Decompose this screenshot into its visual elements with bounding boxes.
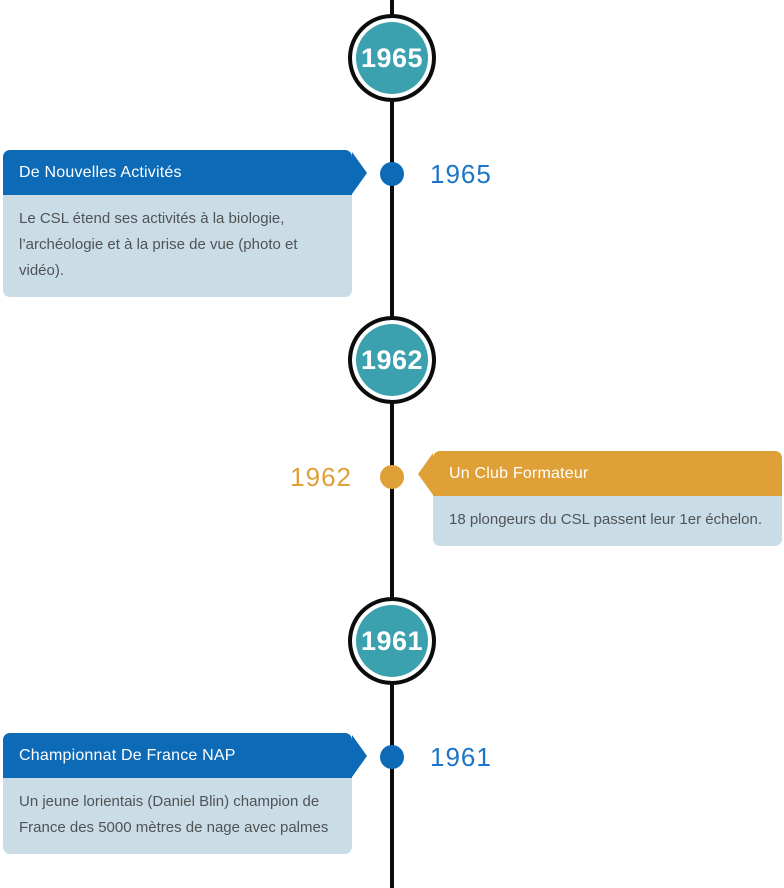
timeline-dot bbox=[380, 162, 404, 186]
event-card-header: De Nouvelles Activités bbox=[3, 150, 352, 195]
event-title-link[interactable]: Un Club Formateur bbox=[449, 464, 589, 482]
event-description: Le CSL étend ses activités à la biologie… bbox=[3, 195, 352, 297]
event-card: Un Club Formateur 18 plongeurs du CSL pa… bbox=[433, 451, 782, 546]
event-description: Un jeune lorientais (Daniel Blin) champi… bbox=[3, 778, 352, 854]
event-card-header: Championnat De France NAP bbox=[3, 733, 352, 778]
event-card: De Nouvelles Activités Le CSL étend ses … bbox=[3, 150, 352, 297]
year-circle-1962: 1962 bbox=[348, 316, 436, 404]
timeline-line bbox=[390, 0, 394, 888]
event-title-link[interactable]: De Nouvelles Activités bbox=[19, 163, 182, 181]
year-circle-label: 1961 bbox=[360, 625, 424, 656]
event-title-link[interactable]: Championnat De France NAP bbox=[19, 746, 236, 764]
year-circle-label: 1962 bbox=[360, 344, 424, 375]
year-circle-1961: 1961 bbox=[348, 597, 436, 685]
event-card-header: Un Club Formateur bbox=[433, 451, 782, 496]
year-label: 1961 bbox=[430, 742, 492, 772]
event-description: 18 plongeurs du CSL passent leur 1er éch… bbox=[433, 496, 782, 546]
year-circle-label: 1965 bbox=[360, 42, 424, 73]
timeline-dot bbox=[380, 465, 404, 489]
year-label: 1965 bbox=[430, 159, 492, 189]
year-label: 1962 bbox=[290, 462, 352, 492]
timeline-dot bbox=[380, 745, 404, 769]
year-circle-1965: 1965 bbox=[348, 14, 436, 102]
event-card: Championnat De France NAP Un jeune lorie… bbox=[3, 733, 352, 854]
